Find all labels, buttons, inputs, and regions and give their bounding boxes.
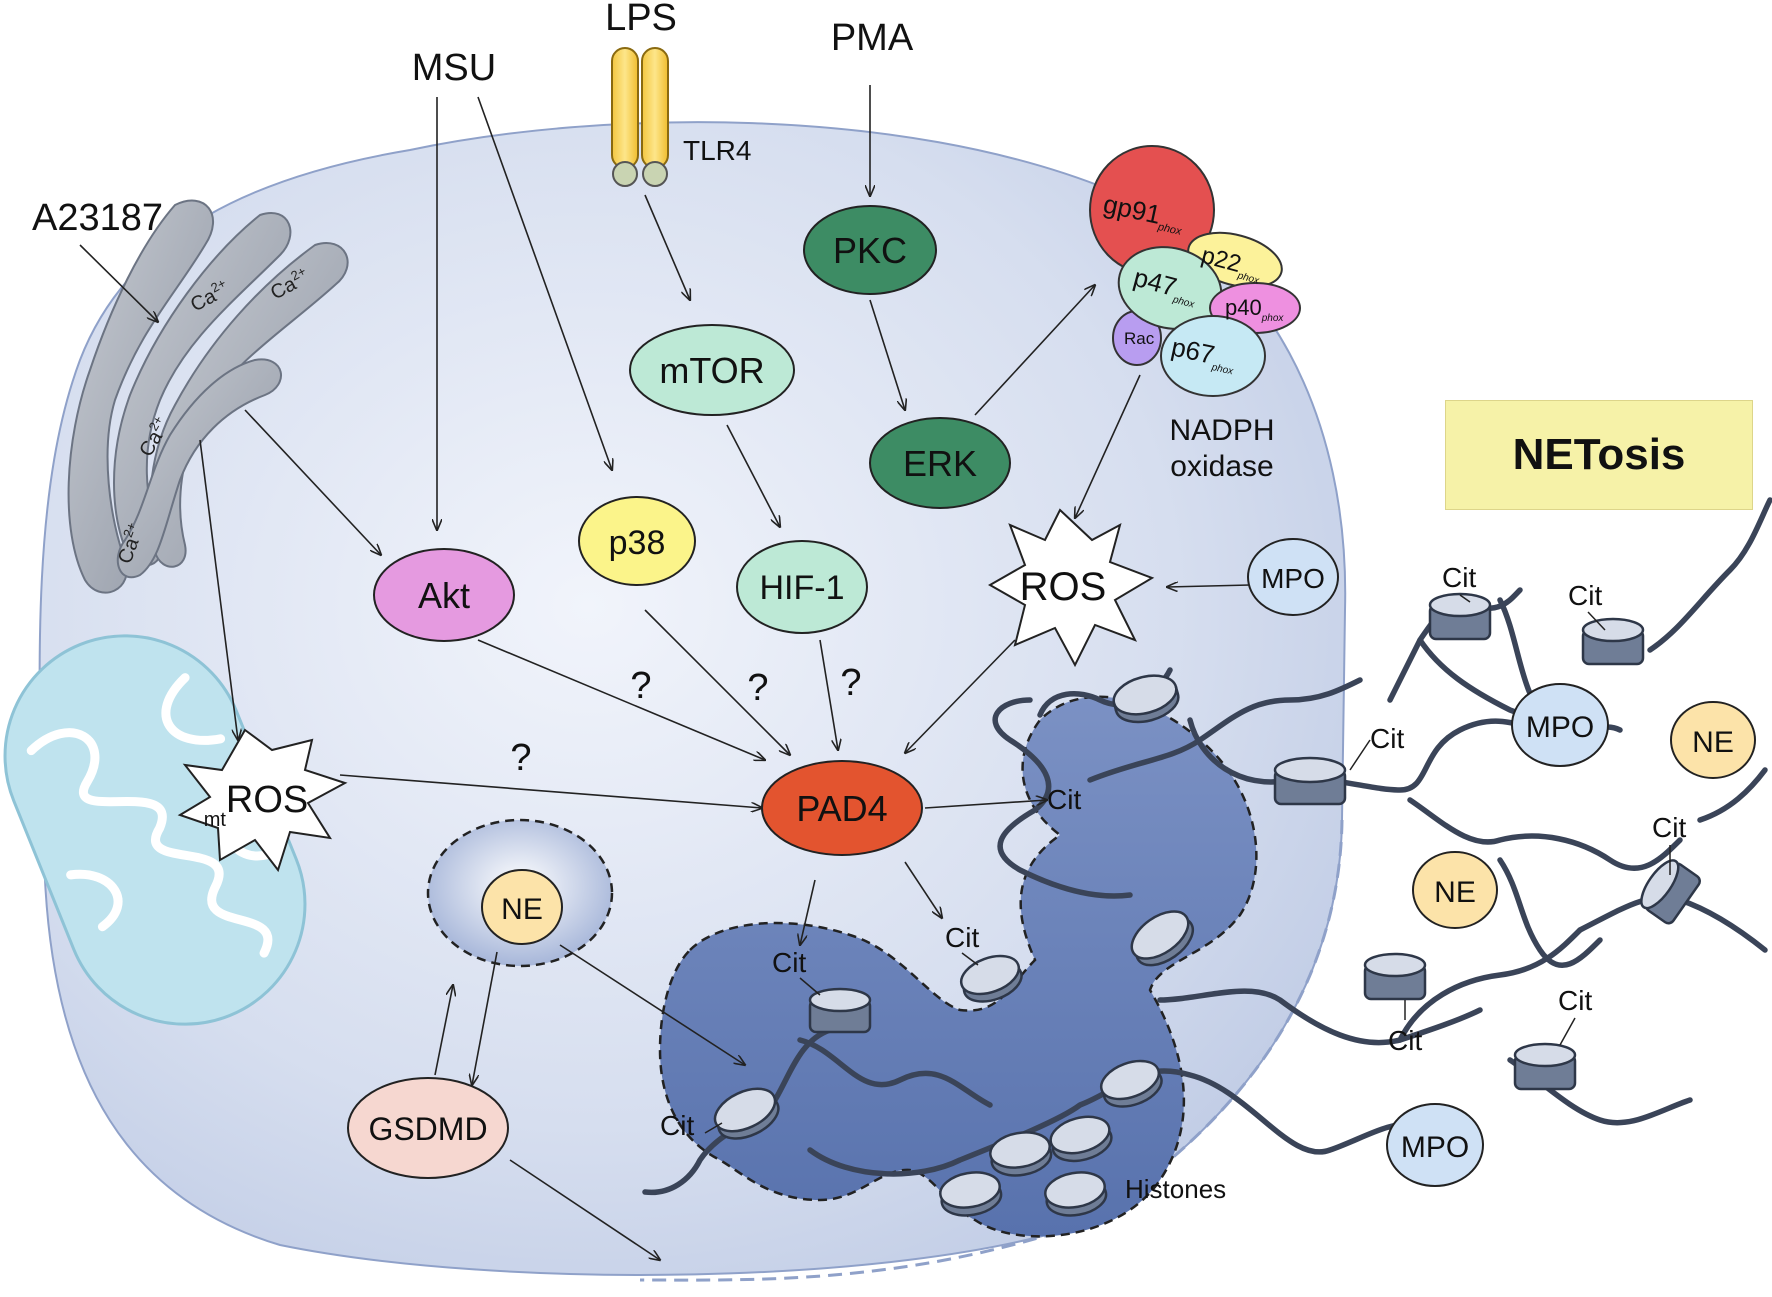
svg-text:NE: NE [1434, 876, 1476, 909]
stimulus-a23187: A23187 [32, 197, 163, 239]
svg-text:Cit: Cit [1388, 1025, 1422, 1056]
endoplasmic-reticulum [67, 199, 349, 594]
svg-text:p40phox: p40phox [1225, 295, 1284, 324]
question-marks: ? ? ? ? [510, 662, 861, 779]
stimulus-pma: PMA [831, 17, 914, 59]
svg-text:GSDMD: GSDMD [368, 1111, 487, 1147]
svg-text:PKC: PKC [833, 230, 907, 271]
svg-text:?: ? [630, 665, 651, 707]
svg-text:Cit: Cit [1652, 812, 1686, 843]
tlr4-receptor [611, 47, 669, 187]
svg-text:NE: NE [1692, 726, 1734, 759]
node-ne-granule: NE [481, 869, 563, 945]
ros-label: ROS [1020, 565, 1107, 609]
net-mpo-2: MPO [1386, 1103, 1484, 1187]
svg-text:Cit: Cit [1568, 580, 1602, 611]
svg-text:Rac: Rac [1124, 329, 1155, 348]
node-mpo-cyto: MPO [1247, 538, 1339, 616]
svg-text:?: ? [747, 667, 768, 709]
nadph-oxidase-complex [1089, 145, 1301, 397]
node-hif1: HIF-1 [736, 540, 868, 634]
node-erk: ERK [869, 417, 1011, 509]
svg-text:MPO: MPO [1401, 1131, 1469, 1164]
svg-text:p38: p38 [609, 524, 666, 562]
svg-text:Cit: Cit [772, 947, 806, 978]
mitochondrion [3, 634, 307, 1026]
svg-text:?: ? [510, 737, 531, 779]
stimulus-msu: MSU [412, 47, 496, 89]
mtros-prefix: mt [204, 809, 227, 831]
svg-text:HIF-1: HIF-1 [760, 569, 845, 607]
tlr4-label: TLR4 [683, 135, 751, 166]
net-ne-1: NE [1670, 701, 1756, 779]
node-p38: p38 [578, 496, 696, 586]
svg-text:Cit: Cit [660, 1110, 694, 1141]
svg-text:Cit: Cit [1442, 562, 1476, 593]
svg-text:?: ? [840, 662, 861, 704]
svg-text:MPO: MPO [1261, 563, 1325, 594]
node-pad4: PAD4 [761, 760, 923, 856]
netosis-title: NETosis [1445, 400, 1753, 510]
nucleosomes [713, 592, 1701, 1217]
svg-text:MPO: MPO [1526, 711, 1594, 744]
mtros-label: ROS [226, 779, 308, 821]
net-ne-2: NE [1412, 851, 1498, 929]
stimulus-lps: LPS [605, 0, 677, 39]
mtros-star: mtROS [177, 728, 348, 873]
node-gsdmd: GSDMD [347, 1077, 509, 1179]
pathway-arrows [79, 85, 1251, 1260]
net-mpo-1: MPO [1511, 683, 1609, 767]
cit-leader-lines [704, 594, 1671, 1134]
svg-text:Cit: Cit [1370, 723, 1404, 754]
svg-text:mTOR: mTOR [659, 350, 764, 391]
svg-text:Cit: Cit [945, 922, 979, 953]
svg-text:PAD4: PAD4 [796, 788, 887, 829]
node-pkc: PKC [803, 205, 937, 295]
svg-text:mtROS: mtROS [204, 779, 309, 831]
svg-text:Cit: Cit [1047, 784, 1081, 815]
node-akt: Akt [373, 548, 515, 642]
cit-labels: Cit Cit Cit Cit Cit Cit Cit Cit Cit Cit [660, 562, 1686, 1141]
svg-text:ERK: ERK [903, 443, 977, 484]
svg-text:NE: NE [501, 893, 543, 926]
ros-star: ROS [987, 508, 1155, 668]
histones-label: Histones [1125, 1174, 1226, 1204]
svg-text:Cit: Cit [1558, 985, 1592, 1016]
node-mtor: mTOR [629, 324, 795, 416]
p67-subunit [1160, 315, 1266, 397]
svg-text:Akt: Akt [418, 575, 470, 616]
